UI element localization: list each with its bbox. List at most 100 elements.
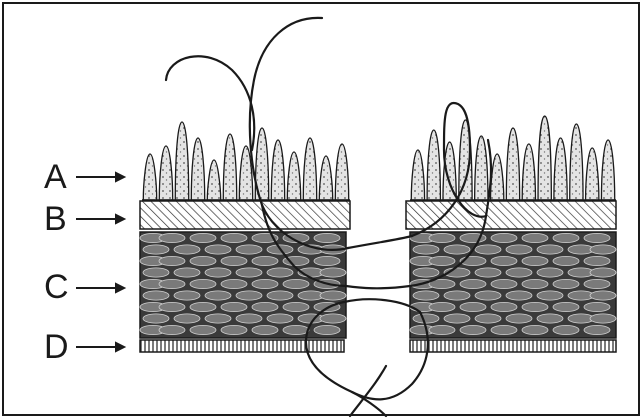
muscle-cell: [267, 314, 293, 323]
muscle-cell: [252, 325, 278, 334]
muscle-cell: [506, 245, 532, 254]
muscle-cell: [590, 268, 616, 277]
muscle-cell: [584, 325, 610, 334]
muscle-cell: [475, 314, 501, 323]
muscle-cell: [283, 302, 309, 311]
muscle-cell: [205, 268, 231, 277]
muscle-cell: [320, 314, 346, 323]
muscle-cell: [537, 245, 563, 254]
muscle-cell: [267, 291, 293, 300]
muscle-cell: [460, 302, 486, 311]
muscle-cell: [190, 302, 216, 311]
muscle-cell: [320, 291, 346, 300]
muscle-cell: [159, 325, 185, 334]
muscle-cell: [190, 233, 216, 242]
muscle-cell: [590, 245, 616, 254]
muscle-cell: [444, 291, 470, 300]
muscle-cell: [491, 279, 517, 288]
muscle-cell: [475, 291, 501, 300]
muscle-cell: [143, 291, 169, 300]
layer-d-left: [140, 340, 344, 352]
muscle-cell: [429, 302, 455, 311]
muscle-cell: [584, 256, 610, 265]
muscle-cell: [491, 302, 517, 311]
muscle-cell: [413, 245, 439, 254]
muscle-cell: [522, 279, 548, 288]
muscle-cell: [221, 325, 247, 334]
muscle-cell: [522, 233, 548, 242]
muscle-cell: [252, 302, 278, 311]
muscle-cell: [267, 268, 293, 277]
muscle-cell: [413, 314, 439, 323]
muscle-cell: [506, 268, 532, 277]
layer-b-right: [406, 201, 616, 229]
layer-c-right: [410, 232, 616, 338]
muscle-cell: [553, 302, 579, 311]
muscle-cell: [236, 291, 262, 300]
muscle-cell: [190, 325, 216, 334]
muscle-cell: [553, 233, 579, 242]
muscle-cell: [159, 256, 185, 265]
muscle-cell: [429, 325, 455, 334]
muscle-cell: [522, 302, 548, 311]
muscle-cell: [221, 279, 247, 288]
muscle-cell: [143, 268, 169, 277]
muscle-cell: [537, 291, 563, 300]
muscle-cell: [584, 302, 610, 311]
muscle-cell: [460, 325, 486, 334]
muscle-cell: [314, 256, 340, 265]
muscle-cell: [221, 256, 247, 265]
muscle-cell: [221, 233, 247, 242]
muscle-cell: [205, 314, 231, 323]
muscle-cell: [205, 245, 231, 254]
muscle-cell: [491, 256, 517, 265]
muscle-cell: [159, 233, 185, 242]
muscle-cell: [584, 279, 610, 288]
muscle-cell: [444, 245, 470, 254]
muscle-cell: [236, 245, 262, 254]
muscle-cell: [143, 245, 169, 254]
muscle-cell: [444, 314, 470, 323]
muscle-cell: [143, 314, 169, 323]
muscle-cell: [159, 302, 185, 311]
muscle-cell: [174, 245, 200, 254]
muscle-cell: [174, 314, 200, 323]
muscle-cell: [221, 302, 247, 311]
label-b: B: [44, 202, 67, 236]
muscle-cell: [190, 256, 216, 265]
muscle-cell: [553, 256, 579, 265]
muscle-cell: [537, 268, 563, 277]
muscle-cell: [553, 325, 579, 334]
muscle-cell: [506, 314, 532, 323]
muscle-cell: [475, 268, 501, 277]
muscle-cell: [429, 233, 455, 242]
muscle-cell: [553, 279, 579, 288]
muscle-cell: [590, 314, 616, 323]
muscle-cell: [522, 325, 548, 334]
muscle-cell: [314, 325, 340, 334]
muscle-cell: [590, 291, 616, 300]
label-c: C: [44, 270, 69, 304]
muscle-cell: [190, 279, 216, 288]
muscle-cell: [522, 256, 548, 265]
muscle-cell: [320, 268, 346, 277]
label-a: A: [44, 160, 67, 194]
muscle-cell: [475, 245, 501, 254]
layer-d-right: [410, 340, 616, 352]
muscle-cell: [584, 233, 610, 242]
muscle-cell: [413, 268, 439, 277]
muscle-cell: [174, 268, 200, 277]
muscle-cell: [429, 256, 455, 265]
label-d: D: [44, 330, 69, 364]
muscle-cell: [314, 233, 340, 242]
muscle-cell: [174, 291, 200, 300]
layer-b-left: [140, 201, 350, 229]
muscle-cell: [283, 325, 309, 334]
muscle-cell: [252, 279, 278, 288]
muscle-cell: [252, 256, 278, 265]
muscle-cell: [491, 325, 517, 334]
muscle-cell: [413, 291, 439, 300]
muscle-cell: [283, 279, 309, 288]
muscle-cell: [460, 279, 486, 288]
muscle-cell: [537, 314, 563, 323]
